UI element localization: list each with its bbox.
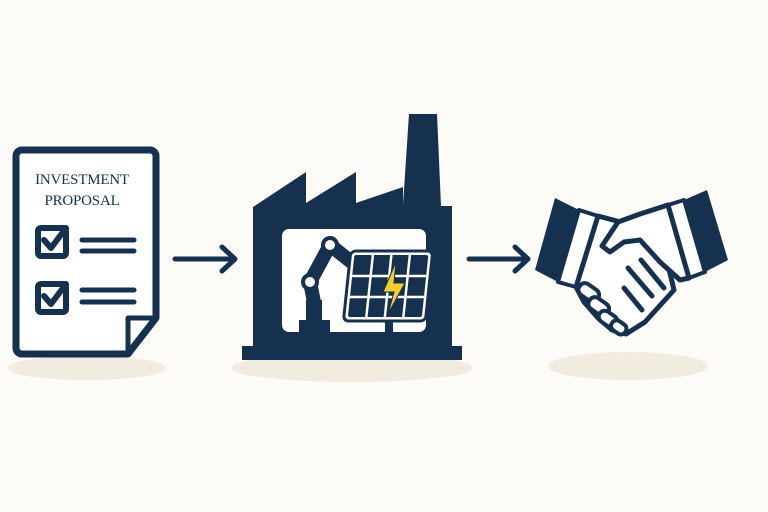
- lightning-bolt-icon: [382, 261, 406, 315]
- proposal-title-line2: PROPOSAL: [44, 193, 120, 209]
- handshake-shadow: [548, 352, 708, 380]
- document-shadow: [8, 356, 166, 380]
- proposal-title-line1: INVESTMENT: [35, 172, 129, 188]
